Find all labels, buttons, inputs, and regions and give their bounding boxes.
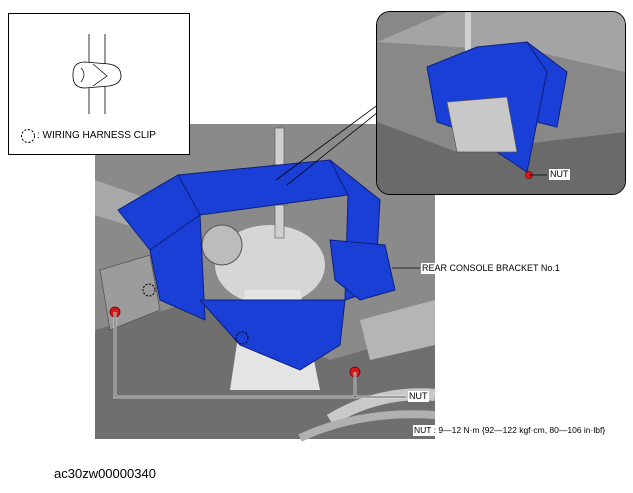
figure-caption: ac30zw00000340 xyxy=(54,466,156,481)
exhaust-pipe-2 xyxy=(298,410,436,442)
nut-label: NUT xyxy=(408,391,429,402)
nut-detail-inset: NUT xyxy=(376,11,626,195)
clip-detail-drawing xyxy=(72,34,122,114)
bracket-label: REAR CONSOLE BRACKET No.1 xyxy=(421,263,561,274)
right-rail xyxy=(360,300,435,360)
cable-pulley xyxy=(201,224,243,266)
wiring-harness-clip-2 xyxy=(235,331,249,345)
clip-legend-text: : WIRING HARNESS CLIP xyxy=(37,130,156,141)
nut-detail-label: NUT xyxy=(549,169,570,180)
rear-console-bracket xyxy=(117,159,396,371)
clip-legend-inset: : WIRING HARNESS CLIP xyxy=(8,13,190,155)
nut-detail-drawing xyxy=(377,12,625,194)
dashed-clip-icon xyxy=(21,129,35,143)
torque-spec: NUT : 9—12 N·m {92—122 kgf·cm, 80—106 in… xyxy=(413,425,607,436)
wiring-harness-clip-1 xyxy=(142,283,156,297)
nut-leader-left xyxy=(114,312,406,398)
